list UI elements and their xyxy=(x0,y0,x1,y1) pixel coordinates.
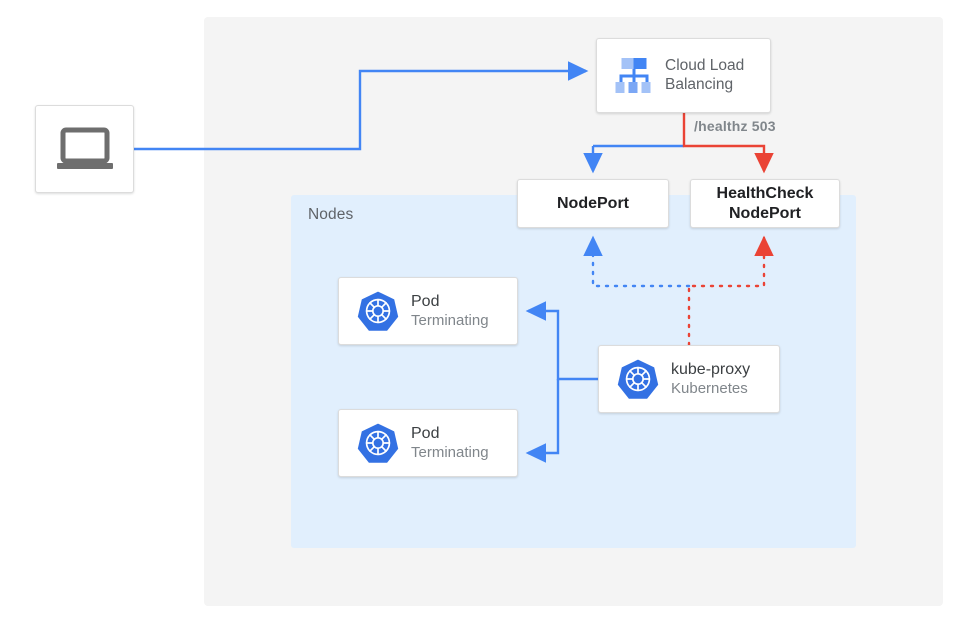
cloud-load-balancing-icon xyxy=(603,54,665,98)
kubernetes-icon xyxy=(607,357,669,401)
client-node[interactable] xyxy=(35,105,134,193)
kube-proxy-node[interactable]: kube-proxy Kubernetes xyxy=(598,345,780,413)
cloud-load-balancing-text: Cloud Load Balancing xyxy=(665,57,744,95)
kubernetes-icon xyxy=(347,289,409,333)
nodeport-label: NodePort xyxy=(557,194,629,212)
healthcheck-nodeport-label: HealthCheck NodePort xyxy=(716,185,814,222)
edge-kube-proxy-to-pods xyxy=(525,301,598,463)
kube-proxy-subtitle: Kubernetes xyxy=(671,379,748,397)
pod-1-text: Pod Terminating xyxy=(411,292,489,330)
cloud-load-balancing-node[interactable]: Cloud Load Balancing xyxy=(596,38,771,113)
edge-kube-proxy-to-healthcheck-nodeport-dotted xyxy=(687,235,774,347)
healthz-503-label: /healthz 503 xyxy=(694,118,776,134)
kubernetes-icon xyxy=(347,421,409,465)
cloud-load-balancing-title: Cloud Load Balancing xyxy=(665,56,745,93)
pod-2-status: Terminating xyxy=(411,443,489,461)
edge-load-balancer-to-nodeport xyxy=(583,144,684,174)
pod-node-1[interactable]: Pod Terminating xyxy=(338,277,518,345)
kube-proxy-text: kube-proxy Kubernetes xyxy=(671,360,750,398)
nodeport-node[interactable]: NodePort xyxy=(517,179,669,228)
pod-1-title: Pod xyxy=(411,293,440,311)
edge-client-to-load-balancer xyxy=(134,61,589,151)
edge-kube-proxy-to-nodeport-dotted xyxy=(583,235,691,288)
pod-node-2[interactable]: Pod Terminating xyxy=(338,409,518,477)
pod-2-title: Pod xyxy=(411,425,440,443)
kube-proxy-title: kube-proxy xyxy=(671,361,751,379)
healthcheck-nodeport-node[interactable]: HealthCheck NodePort xyxy=(690,179,840,228)
edge-load-balancer-healthz-to-healthcheck-nodeport xyxy=(682,113,774,174)
laptop-icon xyxy=(54,125,116,173)
nodes-region-label: Nodes xyxy=(308,206,354,223)
pod-1-status: Terminating xyxy=(411,311,489,329)
pod-2-text: Pod Terminating xyxy=(411,424,489,462)
